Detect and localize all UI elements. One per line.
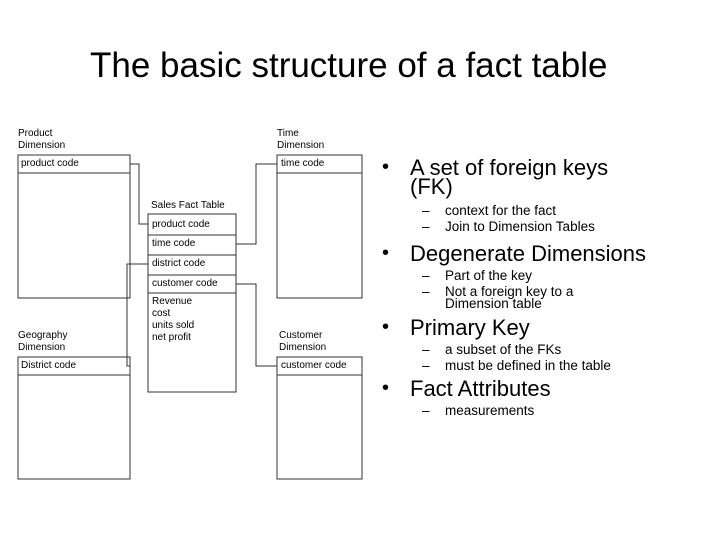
geography-dimension-box	[17, 356, 131, 480]
customer-dimension-label-line2: Dimension	[279, 342, 327, 353]
fact-measure-units-sold: units sold	[152, 320, 195, 331]
sub-bullet-join: – Join to Dimension Tables	[378, 219, 718, 234]
fact-table-box	[147, 213, 237, 393]
sub-bullet-text: Not a foreign key to a	[445, 284, 574, 299]
sub-bullet-must-be-defined: – must be defined in the table	[378, 358, 718, 373]
sub-bullet-text: context for the fact	[445, 203, 557, 218]
sub-bullet-text: Join to Dimension Tables	[445, 219, 595, 234]
sub-bullet-not-foreign-key: – Not a foreign key to a Dimension table	[378, 284, 718, 311]
fact-measures: Revenue cost units sold net profit	[152, 296, 194, 344]
product-dimension-box	[17, 154, 131, 299]
sub-bullet-text: must be defined in the table	[445, 358, 611, 373]
product-dimension-label: Product Dimension	[18, 128, 65, 152]
customer-dimension-label: Customer Dimension	[279, 330, 326, 354]
slide-title: The basic structure of a fact table	[90, 46, 608, 85]
product-dimension-label-line2: Dimension	[18, 140, 66, 151]
fact-key-customer-code: customer code	[152, 278, 218, 289]
district-code-field: District code	[21, 360, 77, 371]
bullet-text-line: A set of foreign keys	[410, 155, 609, 180]
bullet-degenerate-dimensions: • Degenerate Dimensions	[378, 241, 718, 266]
fact-table-label: Sales Fact Table	[151, 200, 225, 211]
geography-dimension-label: Geography Dimension	[18, 330, 67, 354]
bullet-icon: •	[382, 316, 390, 338]
fact-key-product-code: product code	[152, 219, 210, 230]
bullet-icon: •	[382, 242, 390, 264]
sub-bullet-text: measurements	[445, 403, 535, 418]
product-dimension-label-line1: Product	[18, 128, 53, 139]
sub-bullet-context: – context for the fact	[378, 203, 718, 218]
dash-icon: –	[422, 219, 430, 234]
time-code-field: time code	[281, 158, 325, 169]
dash-icon: –	[422, 342, 430, 357]
bullet-foreign-keys: • A set of foreign keys (FK)	[378, 155, 718, 199]
geography-dimension-label-line2: Dimension	[18, 342, 66, 353]
product-code-field: product code	[21, 158, 79, 169]
dash-icon: –	[422, 268, 430, 283]
time-dimension-box	[276, 154, 363, 299]
customer-dimension-box	[276, 356, 363, 480]
fact-key-district-code: district code	[152, 258, 206, 269]
sub-bullet-text: Part of the key	[445, 268, 533, 283]
dash-icon: –	[422, 203, 430, 218]
customer-dimension-label-line1: Customer	[279, 330, 323, 341]
dash-icon: –	[422, 358, 430, 373]
sub-bullet-measurements: – measurements	[378, 403, 718, 418]
product-connector	[130, 163, 148, 225]
time-dimension-label: Time Dimension	[277, 128, 324, 152]
customer-code-field: customer code	[281, 360, 347, 371]
bullet-icon: •	[382, 377, 390, 399]
customer-connector	[236, 283, 277, 367]
geography-dimension-label-line1: Geography	[18, 330, 68, 341]
time-dimension-label-line1: Time	[277, 128, 299, 139]
bullet-text-line: Primary Key	[410, 315, 530, 340]
time-dimension-label-line2: Dimension	[277, 140, 325, 151]
sub-bullet-part-of-key: – Part of the key	[378, 268, 718, 283]
district-connector	[126, 263, 148, 367]
bullet-fact-attributes: • Fact Attributes	[378, 376, 718, 401]
bullet-primary-key: • Primary Key	[378, 315, 718, 340]
sub-bullet-text: a subset of the FKs	[445, 342, 562, 357]
fact-measure-cost: cost	[152, 308, 171, 319]
bullet-text-line: Fact Attributes	[410, 376, 551, 401]
fact-measure-net-profit: net profit	[152, 332, 191, 343]
fact-key-time-code: time code	[152, 238, 196, 249]
fact-measure-revenue: Revenue	[152, 296, 193, 307]
sub-bullet-subset: – a subset of the FKs	[378, 342, 718, 357]
bullet-list: • A set of foreign keys (FK) – context f…	[378, 155, 718, 418]
bullet-text-line: Degenerate Dimensions	[410, 241, 647, 266]
time-connector	[236, 163, 277, 245]
bullet-text-line: (FK)	[410, 174, 453, 199]
dash-icon: –	[422, 284, 430, 299]
sub-bullet-text: Dimension table	[445, 296, 542, 311]
dash-icon: –	[422, 403, 430, 418]
bullet-icon: •	[382, 156, 390, 178]
